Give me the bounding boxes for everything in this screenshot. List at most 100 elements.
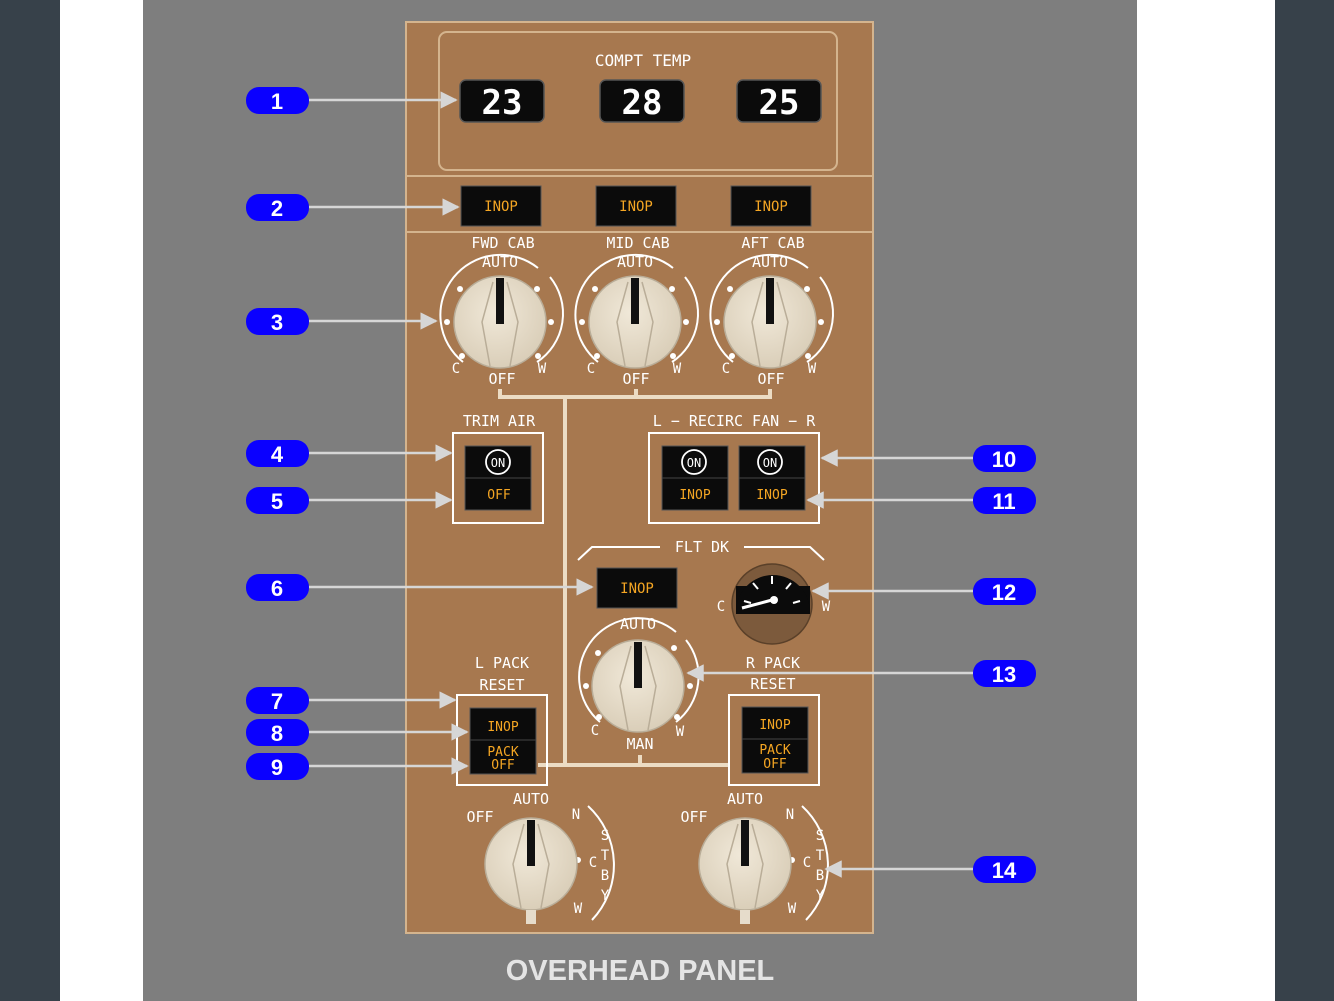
flt-dk-bracket xyxy=(577,546,825,561)
flow-lines xyxy=(498,389,772,767)
l-pack-reset-switch[interactable]: INOP PACK OFF xyxy=(469,707,537,775)
callout-badge: 3 xyxy=(246,308,309,335)
recirc-fan-title: L − RECIRC FAN − R xyxy=(653,412,817,430)
inop-light: INOP xyxy=(595,185,677,227)
selector-c-label: C xyxy=(589,855,597,871)
switch-on-label: ON xyxy=(687,456,701,470)
selector-auto-label: AUTO xyxy=(482,253,518,271)
trim-air-title: TRIM AIR xyxy=(463,412,536,430)
callout-badge: 10 xyxy=(973,445,1036,472)
switch-inop-label: INOP xyxy=(487,720,518,735)
callout-number: 9 xyxy=(271,755,283,780)
stby-letter: T xyxy=(601,848,610,864)
callout-badge: 8 xyxy=(246,719,309,746)
selector-off-label: OFF xyxy=(680,808,707,826)
temp-readout-value: 25 xyxy=(759,83,800,123)
r-pack-frame xyxy=(728,694,820,786)
recirc-fan-right-switch[interactable]: ON INOP xyxy=(738,445,806,511)
gauge-cold-label: C xyxy=(717,599,725,615)
temp-readout-value: 23 xyxy=(482,83,523,123)
r-pack-title: R PACK xyxy=(746,654,800,672)
callout-badge: 13 xyxy=(973,660,1036,687)
inop-light: INOP xyxy=(460,185,542,227)
selector-w-label: W xyxy=(788,901,797,917)
selector-off-label: OFF xyxy=(622,370,649,388)
callout-badge: 7 xyxy=(246,687,309,714)
callout-number: 5 xyxy=(271,489,283,514)
callout-badge: 14 xyxy=(973,856,1036,883)
r-pack-reset-title: RESET xyxy=(750,675,795,693)
selector-warm-label: W xyxy=(673,361,682,377)
callout-badges: 1 2 3 4 5 6 7 8 9 10 11 12 13 14 xyxy=(246,87,1036,883)
stby-letter: B xyxy=(816,868,824,884)
r-pack-reset-switch[interactable]: INOP PACK OFF xyxy=(741,706,809,774)
on-indicator-icon xyxy=(681,449,707,475)
stby-letter: S xyxy=(816,828,824,844)
stby-letter: Y xyxy=(816,888,825,904)
flt-dk-inop-light: INOP xyxy=(596,567,678,609)
flt-dk-selector[interactable]: AUTO C MAN W xyxy=(578,615,700,753)
trim-air-frame xyxy=(452,432,544,524)
callout-number: 1 xyxy=(271,89,283,114)
selector-n-label: N xyxy=(572,807,580,823)
aft-cab-selector[interactable]: AFT CAB AUTO C OFF W xyxy=(709,234,834,388)
selector-auto-label: AUTO xyxy=(727,790,763,808)
selector-w-label: W xyxy=(574,901,583,917)
callout-number: 4 xyxy=(271,442,284,467)
inop-light-label: INOP xyxy=(484,199,518,215)
selector-auto-label: AUTO xyxy=(752,253,788,271)
selector-cold-label: C xyxy=(452,361,460,377)
stby-letter: S xyxy=(601,828,609,844)
l-pack-selector[interactable]: AUTO OFF N C W S T B Y xyxy=(466,790,615,924)
switch-on-label: ON xyxy=(491,456,505,470)
switch-inop-label: INOP xyxy=(756,488,787,503)
temp-readout: 28 xyxy=(599,79,685,123)
temp-readout: 23 xyxy=(459,79,545,123)
selector-cold-label: C xyxy=(587,361,595,377)
switch-on-label: ON xyxy=(763,456,777,470)
inop-light-label: INOP xyxy=(620,581,654,597)
fwd-cab-selector[interactable]: FWD CAB AUTO C OFF W xyxy=(439,234,564,388)
gauge-warm-label: W xyxy=(822,599,831,615)
selector-cold-label: C xyxy=(722,361,730,377)
callout-badge: 1 xyxy=(246,87,309,114)
stby-letter: B xyxy=(601,868,609,884)
flt-dk-temp-gauge: C W xyxy=(717,563,831,645)
callout-number: 13 xyxy=(992,662,1016,687)
compt-temp-title: COMPT TEMP xyxy=(595,51,691,70)
temp-readout: 25 xyxy=(736,79,822,123)
callout-badge: 9 xyxy=(246,753,309,780)
temp-readout-value: 28 xyxy=(622,83,663,123)
l-pack-title: L PACK xyxy=(475,654,529,672)
selector-off-label: OFF xyxy=(757,370,784,388)
selector-title: FWD CAB xyxy=(471,234,534,252)
callout-number: 6 xyxy=(271,576,283,601)
callout-badge: 2 xyxy=(246,194,309,221)
l-pack-reset-title: RESET xyxy=(479,676,524,694)
recirc-fan-left-switch[interactable]: ON INOP xyxy=(661,445,729,511)
inop-light: INOP xyxy=(730,185,812,227)
selector-warm-label: W xyxy=(676,724,685,740)
switch-off-label: OFF xyxy=(491,758,515,773)
switch-pack-label: PACK xyxy=(487,745,518,760)
inop-light-label: INOP xyxy=(619,199,653,215)
selector-off-label: OFF xyxy=(488,370,515,388)
switch-off-label: OFF xyxy=(763,757,787,772)
callout-number: 14 xyxy=(992,858,1017,883)
callout-badge: 4 xyxy=(246,440,309,467)
callout-number: 12 xyxy=(992,580,1016,605)
recirc-fan-frame xyxy=(648,432,820,524)
flt-dk-title: FLT DK xyxy=(675,538,729,556)
trim-air-switch[interactable]: ON OFF xyxy=(464,445,532,511)
stby-letter: T xyxy=(816,848,825,864)
callout-badge: 12 xyxy=(973,578,1036,605)
switch-pack-label: PACK xyxy=(759,743,790,758)
mid-cab-selector[interactable]: MID CAB AUTO C OFF W xyxy=(574,234,699,388)
callout-badge: 5 xyxy=(246,487,309,514)
selector-man-label: MAN xyxy=(626,735,653,753)
r-pack-selector[interactable]: AUTO OFF N C W S T B Y xyxy=(680,790,829,924)
callout-number: 7 xyxy=(271,689,283,714)
on-indicator-icon xyxy=(757,449,783,475)
callout-leaders xyxy=(309,91,973,878)
